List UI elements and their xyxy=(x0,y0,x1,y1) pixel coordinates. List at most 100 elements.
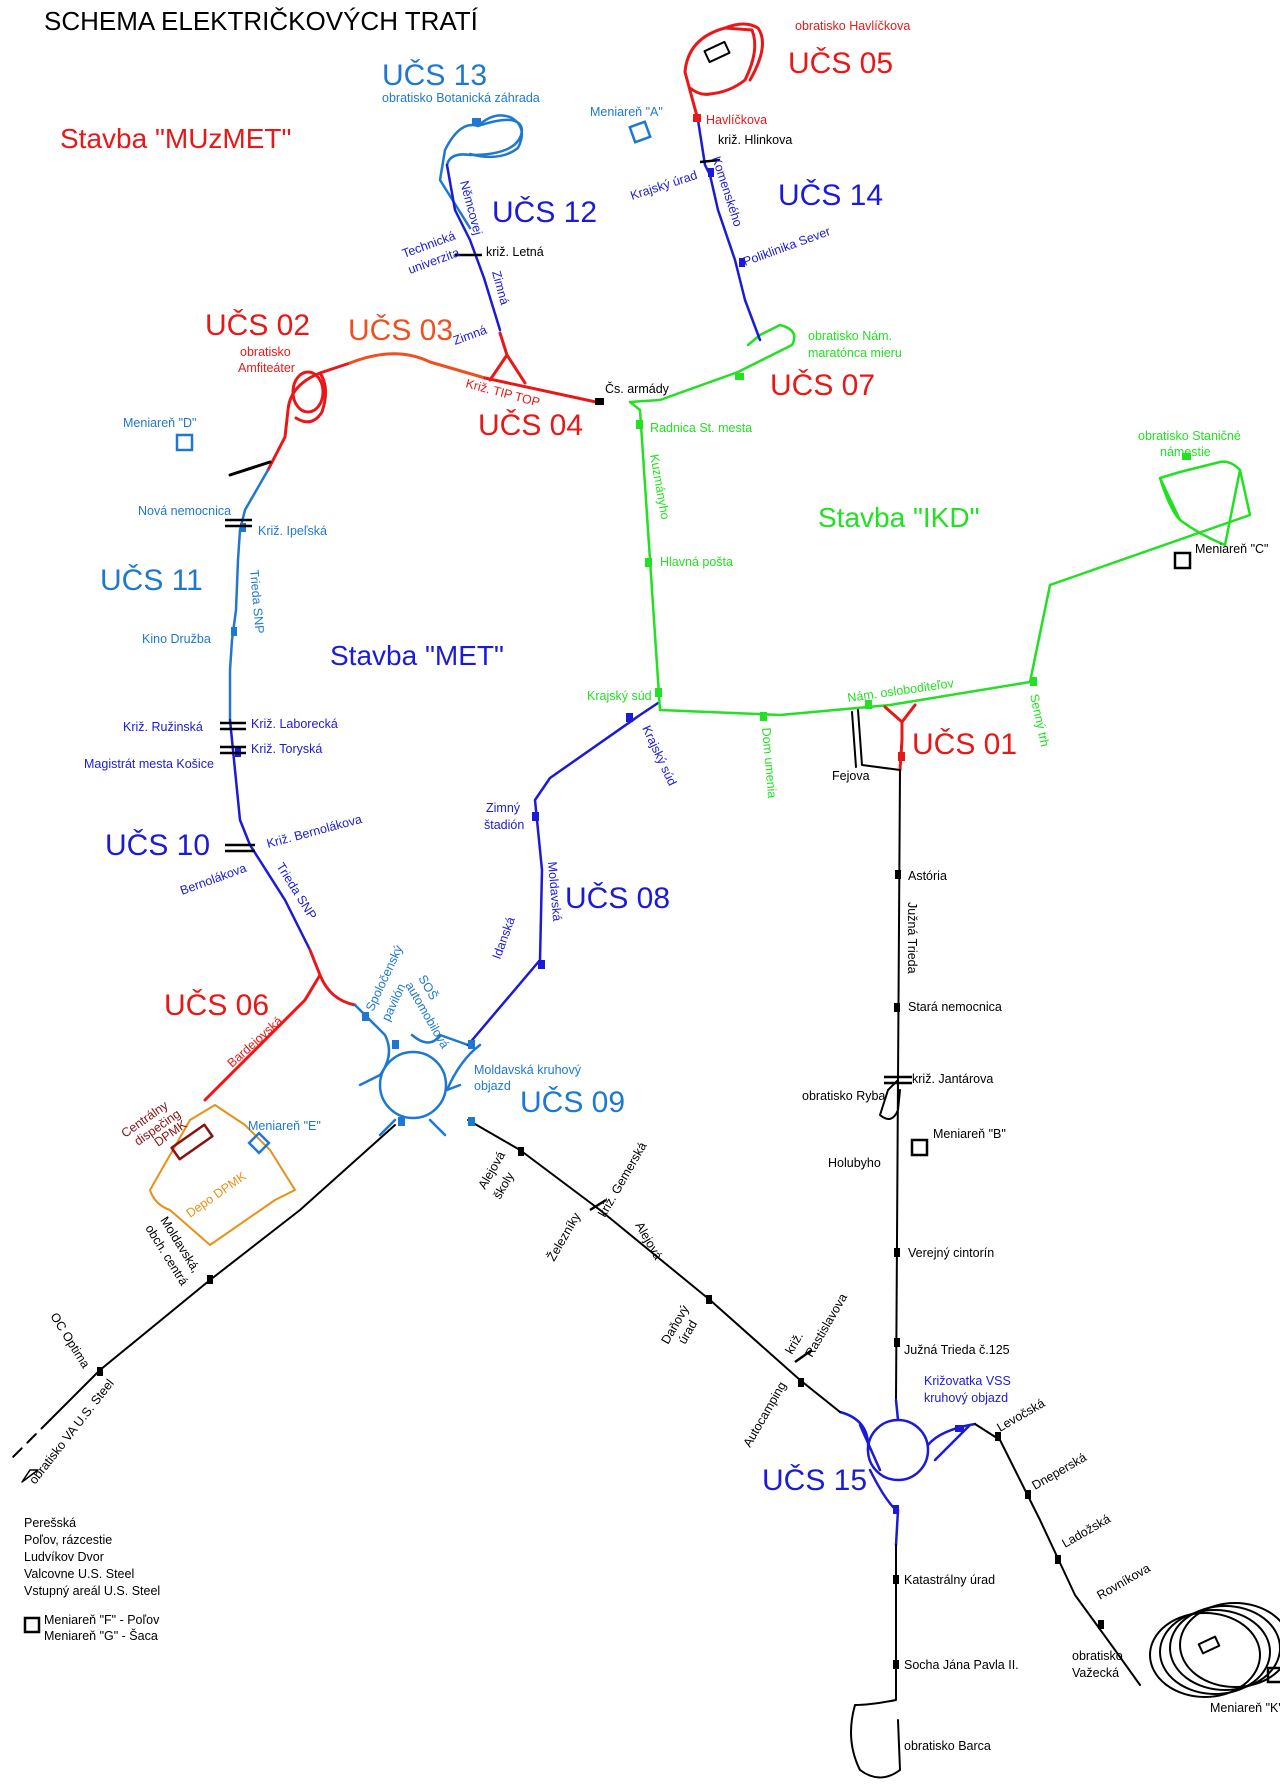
track-ucs02 xyxy=(266,361,352,472)
label-dom-umenia: Dom umenia xyxy=(759,727,779,799)
track-us-steel-dashed xyxy=(9,1419,51,1461)
label-cs-armady: Čs. armády xyxy=(605,381,670,396)
track-ucs12 xyxy=(445,163,502,332)
section-ucs12: UČS 12 xyxy=(492,195,597,229)
label-moldavska-kruh-1: Moldavská kruhový xyxy=(474,1063,582,1077)
arrow-us-steel xyxy=(21,1469,39,1483)
label-dneperska: Dneperská xyxy=(1030,1450,1089,1492)
label-kriz-torysaka: Križ. Toryská xyxy=(251,742,322,756)
label-oc-optima: OC Optima xyxy=(47,1310,92,1370)
label-kriz-laborecka: Križ. Laborecká xyxy=(251,717,338,731)
dispatch-dpmk xyxy=(170,1123,214,1161)
label-stara-nemocnica: Stará nemocnica xyxy=(908,1000,1002,1014)
substation-e-box xyxy=(247,1131,271,1155)
stop-markers-green xyxy=(636,373,1191,721)
label-nova-nemocnica: Nová nemocnica xyxy=(138,504,231,518)
label-zimna-v: Zimná xyxy=(489,269,512,306)
label-kuzmanyho: Kuzmányho xyxy=(647,453,672,520)
label-katastralny: Katastrálny úrad xyxy=(904,1573,995,1587)
track-ucs03 xyxy=(348,352,487,380)
label-obr-barca: obratisko Barca xyxy=(904,1739,991,1753)
label-zimna-h: Zimná xyxy=(451,323,488,348)
label-hlavna-posta: Hlavná pošta xyxy=(660,555,733,569)
track-barca xyxy=(850,1544,901,1779)
label-obr-nam-2: maratónca mieru xyxy=(808,346,902,360)
label-ladozska: Ladožská xyxy=(1060,1512,1113,1551)
track-ucs05 xyxy=(683,26,757,122)
label-kriz-ruzinska: Križ. Ružinská xyxy=(123,720,203,734)
substation-a: Meniareň "A" xyxy=(590,105,663,119)
construction-ikd: Stavba "IKD" xyxy=(818,502,980,533)
label-fejova: Fejova xyxy=(832,769,870,783)
track-ucs09 xyxy=(353,1003,482,1137)
label-kriz-rastislavova-2: Rastislavova xyxy=(802,1291,850,1359)
label-kriz-jantarova: križ. Jantárova xyxy=(912,1072,993,1086)
label-obr-amfi-1: obratisko xyxy=(240,345,291,359)
substation-k: Meniareň "K" xyxy=(1210,1701,1280,1715)
label-obr-botanicka: obratisko Botanická záhrada xyxy=(382,91,540,105)
track-vazecka xyxy=(974,1423,1141,1686)
label-krizovatka-vss-1: Križovatka VSS xyxy=(924,1374,1011,1388)
label-obr-amfi-2: Amfiteáter xyxy=(238,361,295,375)
section-ucs03: UČS 03 xyxy=(348,313,453,347)
label-kriz-ipelska: Križ. Ipeľská xyxy=(258,524,327,538)
label-idanska: Idanská xyxy=(490,915,518,961)
section-ucs06: UČS 06 xyxy=(164,988,269,1022)
loop-amfiteater xyxy=(291,370,325,414)
stop-markers xyxy=(97,398,1104,1669)
section-ucs01: UČS 01 xyxy=(912,727,1017,761)
label-bernolakova: Bernolákova xyxy=(178,861,248,898)
track-juzna xyxy=(879,769,901,1401)
label-kino-druzba: Kino Družba xyxy=(142,632,211,646)
label-rovnikova: Rovníkova xyxy=(1095,1561,1153,1603)
legend-substation-box xyxy=(23,1616,41,1634)
label-zimny-2: štadión xyxy=(484,818,524,832)
track-ucs06 xyxy=(203,948,357,1102)
legend: Perešská Poľov, rázcestie Ludvíkov Dvor … xyxy=(24,1516,160,1643)
label-kriz-bernolakova: Križ. Bernolákova xyxy=(265,812,363,851)
label-obr-va-us-steel: obratisko VA U.S. Steel xyxy=(26,1377,116,1487)
label-obr-nam-1: obratisko Nám. xyxy=(808,329,892,343)
label-obr-havlickova: obratisko Havlíčkova xyxy=(795,19,910,33)
substation-a-box xyxy=(628,120,652,144)
track-ucs02-loop xyxy=(294,371,327,424)
label-astoria: Astória xyxy=(908,869,947,883)
diagram-title: SCHEMA ELEKTRIČKOVÝCH TRATÍ xyxy=(44,6,479,36)
label-depo: Depo DPMK xyxy=(184,1169,249,1221)
section-ucs09: UČS 09 xyxy=(520,1085,625,1119)
label-magistrat: Magistrát mesta Košice xyxy=(84,757,214,771)
label-obr-stanicne-1: obratisko Staničné xyxy=(1138,429,1241,443)
label-bardejovska: Bardejovská xyxy=(225,1014,286,1070)
label-obr-stanicne-2: námestie xyxy=(1160,445,1211,459)
label-senny-trh: Senný trh xyxy=(1027,693,1052,748)
label-kriz-hlinkova: križ. Hlinkova xyxy=(718,133,792,147)
substation-b-box xyxy=(910,1138,929,1157)
label-poliklinika-sever: Poliklinika Sever xyxy=(741,224,832,269)
loop-moldavska-roundabout xyxy=(378,1050,448,1120)
track-ucs08 xyxy=(466,701,660,1047)
track-ucs14 xyxy=(696,118,762,342)
track-fejova xyxy=(851,709,901,771)
label-moldavska-v: Moldavská xyxy=(545,861,564,922)
substation-d-box xyxy=(175,433,194,452)
label-nemcovej: Němcovej xyxy=(457,179,485,236)
label-zeleznicky: Železníky xyxy=(544,1209,584,1263)
track-ucs13-main xyxy=(468,114,524,159)
construction-muzmet: Stavba "MUzMET" xyxy=(60,123,291,154)
label-obr-vazecka-2: Važecká xyxy=(1072,1666,1119,1680)
section-ucs08: UČS 08 xyxy=(565,881,670,915)
label-zimny-1: Zimný xyxy=(486,801,521,815)
label-krajsky-urad: Krajský úrad xyxy=(629,168,699,203)
label-krizovatka-vss-2: kruhový objazd xyxy=(924,1391,1008,1405)
construction-met: Stavba "MET" xyxy=(330,640,504,671)
track-alejova xyxy=(467,1119,841,1413)
substation-e: Meniareň "E" xyxy=(248,1119,321,1133)
section-ucs15: UČS 15 xyxy=(762,1463,867,1497)
loop-vazecka xyxy=(1149,1602,1280,1698)
legend-line-2: Ludvíkov Dvor xyxy=(24,1550,104,1564)
stop-markers-red xyxy=(693,114,905,761)
label-moldavska-kruh-2: objazd xyxy=(474,1079,511,1093)
legend-line-0: Perešská xyxy=(24,1516,76,1530)
